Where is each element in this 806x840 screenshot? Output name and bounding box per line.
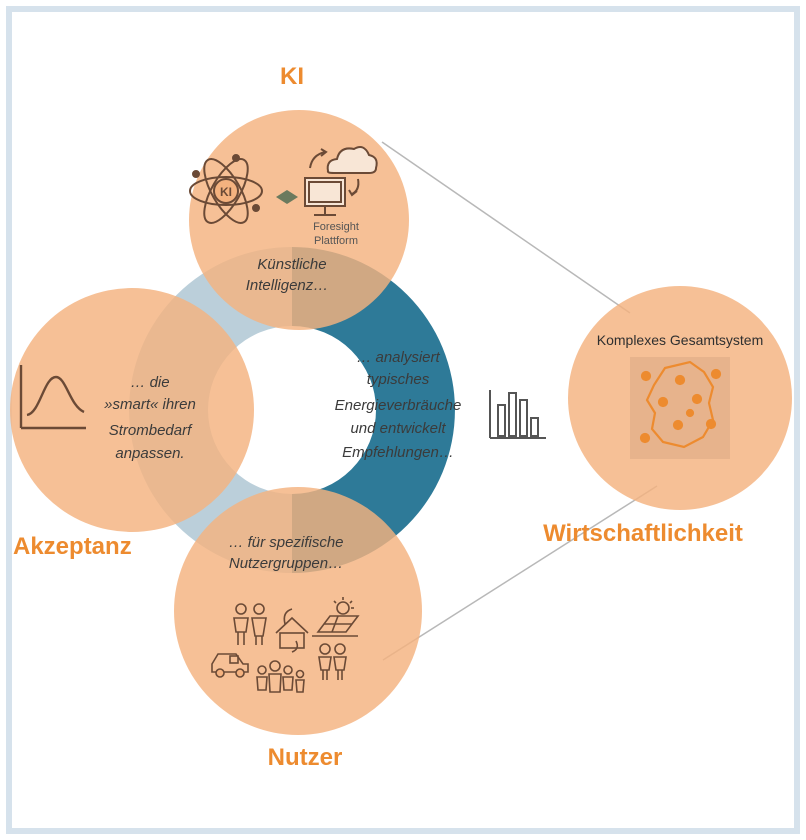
komplexes-gesamtsystem-label: Komplexes Gesamtsystem [597, 332, 764, 348]
title-nutzer: Nutzer [268, 744, 343, 771]
solar-icon [312, 597, 360, 637]
analysiert-text-line2: typisches [367, 371, 430, 388]
kuenstliche-text-line1: Künstliche [257, 256, 326, 273]
connector-line-top [381, 141, 631, 314]
foresight-label: Foresight [313, 221, 359, 233]
title-wirtschaftlichkeit: Wirtschaftlichkeit [543, 520, 743, 547]
smart-text-line4: anpassen. [115, 445, 184, 462]
nutzergruppen-text-line2: Nutzergruppen… [229, 555, 343, 572]
bell-curve-icon [19, 365, 86, 430]
connector-line-bottom [382, 485, 658, 661]
monitor-icon [304, 148, 346, 216]
analysiert-text-line4: und entwickelt [350, 420, 446, 437]
smart-text-line2: »smart« ihren [104, 396, 196, 413]
circle-nutzer [174, 487, 422, 735]
analysiert-text-line1: … analysiert [356, 349, 440, 366]
diamond-icon [276, 190, 298, 204]
title-akzeptanz: Akzeptanz [13, 533, 132, 560]
title-ki: KI [280, 63, 304, 90]
smart-text-line3: Strombedarf [109, 422, 193, 439]
germany-map-icon [639, 360, 722, 449]
plattform-label: Plattform [314, 235, 358, 247]
bar-chart-icon [489, 390, 546, 439]
nutzergruppen-text-line1: … für spezifische [228, 534, 343, 551]
circle-ki [189, 110, 409, 330]
smart-text-line1: … die [130, 374, 169, 391]
analysiert-text-line5: Empfehlungen… [342, 444, 454, 461]
analysiert-text-line3: Energieverbräuche [335, 397, 462, 414]
ring-segment-right [292, 247, 455, 573]
cloud-icon [326, 146, 378, 197]
house-icon [275, 608, 309, 653]
atom-icon [189, 154, 263, 224]
car-icon [211, 653, 249, 678]
circle-akzeptanz [10, 288, 254, 532]
people-icon [233, 603, 347, 693]
atom-icon-label: KI [220, 185, 232, 199]
kuenstliche-text-line2: Intelligenz… [246, 277, 329, 294]
